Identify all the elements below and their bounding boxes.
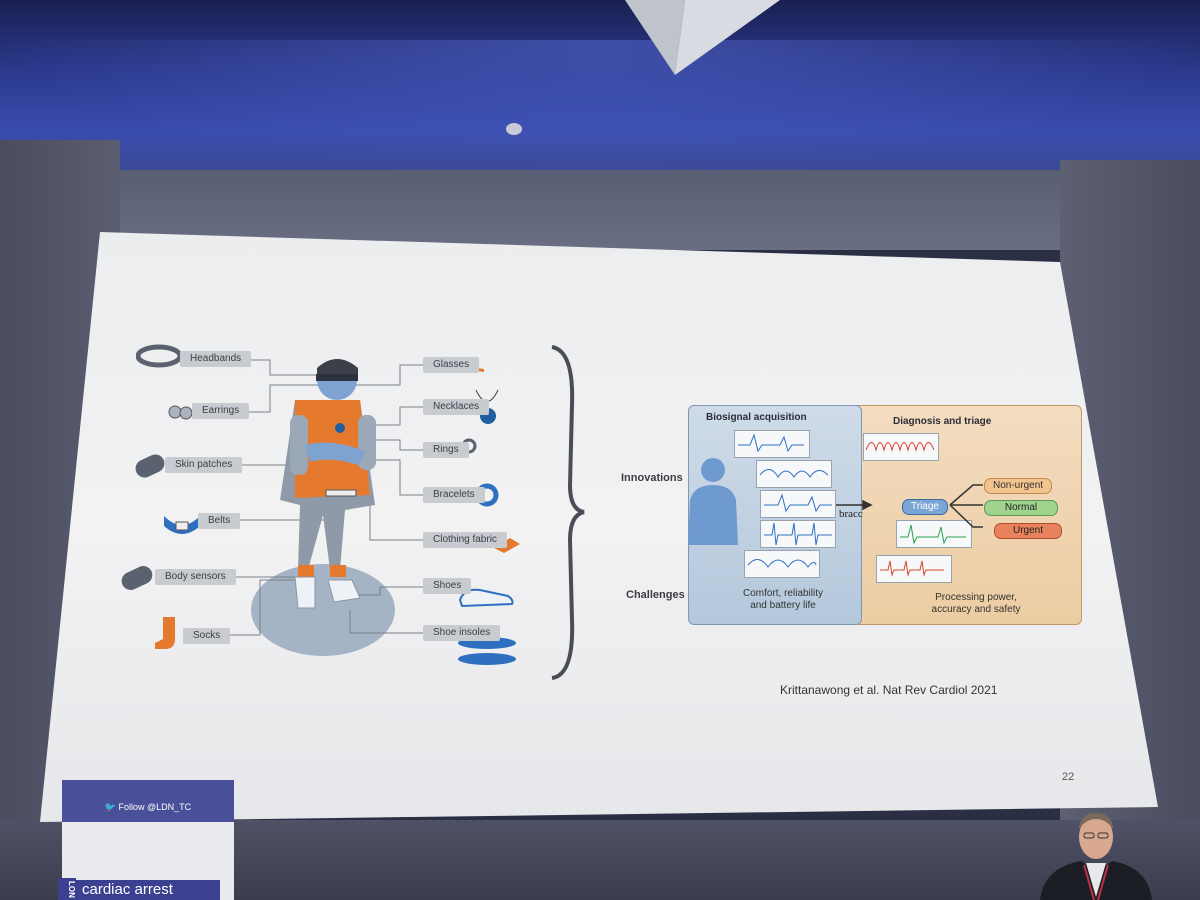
non-urgent-pill: Non-urgent: [984, 478, 1053, 494]
ecg-waves: [738, 433, 983, 577]
normal-pill: Normal: [984, 500, 1058, 516]
ecg-card-4: [760, 520, 836, 548]
biosignal-caption-line1: Comfort, reliability: [742, 588, 824, 599]
urgent-pill: Urgent: [994, 523, 1062, 539]
label-bracelets: Bracelets: [423, 487, 485, 503]
label-necklaces: Necklaces: [423, 399, 490, 415]
banner-side-text: LON: [58, 878, 76, 900]
body-sensor-icon: [121, 566, 153, 590]
label-shoes: Shoes: [423, 578, 472, 594]
smoke-detector: [506, 123, 522, 135]
person-silhouette: [688, 458, 738, 545]
banner-follow-label: Follow @LDN_TC: [118, 802, 192, 812]
diagnosis-caption: Processing power, accuracy and safety: [906, 592, 1046, 616]
biosignal-caption-line2: and battery life: [750, 600, 816, 611]
belt-icon: [164, 516, 200, 534]
banner-follow-text: 🐦 Follow @LDN_TC: [62, 798, 234, 816]
twitter-bird-icon: 🐦: [104, 802, 119, 812]
diagnosis-figure: Biosignal acquisition Diagnosis and tria…: [688, 405, 1083, 627]
curly-brace: [551, 345, 585, 680]
ceiling-glow: [0, 40, 1200, 180]
banner-header: [62, 780, 234, 822]
label-skin-patches: Skin patches: [165, 457, 243, 473]
label-earrings: Earrings: [192, 403, 250, 419]
skin-patch-icon: [135, 454, 165, 478]
banner-bottom-text: cardiac arrest: [76, 880, 220, 900]
label-socks: Socks: [183, 628, 231, 644]
biosignal-caption: Comfort, reliability and battery life: [718, 588, 848, 612]
diagnosis-caption-line2: accuracy and safety: [931, 604, 1021, 615]
label-shoe-insoles: Shoe insoles: [423, 625, 501, 641]
headband-icon: [136, 344, 182, 368]
label-rings: Rings: [423, 442, 469, 458]
ecg-card-1: [734, 430, 810, 458]
biosignal-title: Biosignal acquisition: [706, 412, 807, 423]
citation: Krittanawong et al. Nat Rev Cardiol 2021: [780, 683, 998, 697]
sock-icon: [155, 617, 175, 649]
label-headbands: Headbands: [180, 351, 252, 367]
innovations-label: Innovations: [621, 472, 683, 484]
challenges-label: Challenges: [626, 589, 685, 601]
clothing-fabric-icon: [494, 538, 520, 553]
triage-pill: Triage: [902, 499, 948, 515]
arrow-label: bracc: [839, 508, 863, 520]
ecg-card-2: [756, 460, 832, 488]
slide-page-number: 22: [1062, 771, 1075, 783]
label-clothing-fabric: Clothing fabric: [423, 532, 507, 548]
diagnosis-title: Diagnosis and triage: [893, 416, 992, 427]
wearable-person-illustration: [226, 359, 425, 656]
label-glasses: Glasses: [423, 357, 480, 373]
label-belts: Belts: [198, 513, 241, 529]
ceiling-hanger: [625, 0, 780, 75]
speaker-photo: [1040, 813, 1152, 900]
diagnosis-caption-line1: Processing power,: [935, 592, 1017, 603]
earrings-icon: [168, 405, 193, 420]
back-wall: [80, 170, 1120, 250]
ecg-card-3: [760, 490, 836, 518]
label-body-sensors: Body sensors: [155, 569, 236, 585]
ecg-card-5: [744, 550, 820, 578]
